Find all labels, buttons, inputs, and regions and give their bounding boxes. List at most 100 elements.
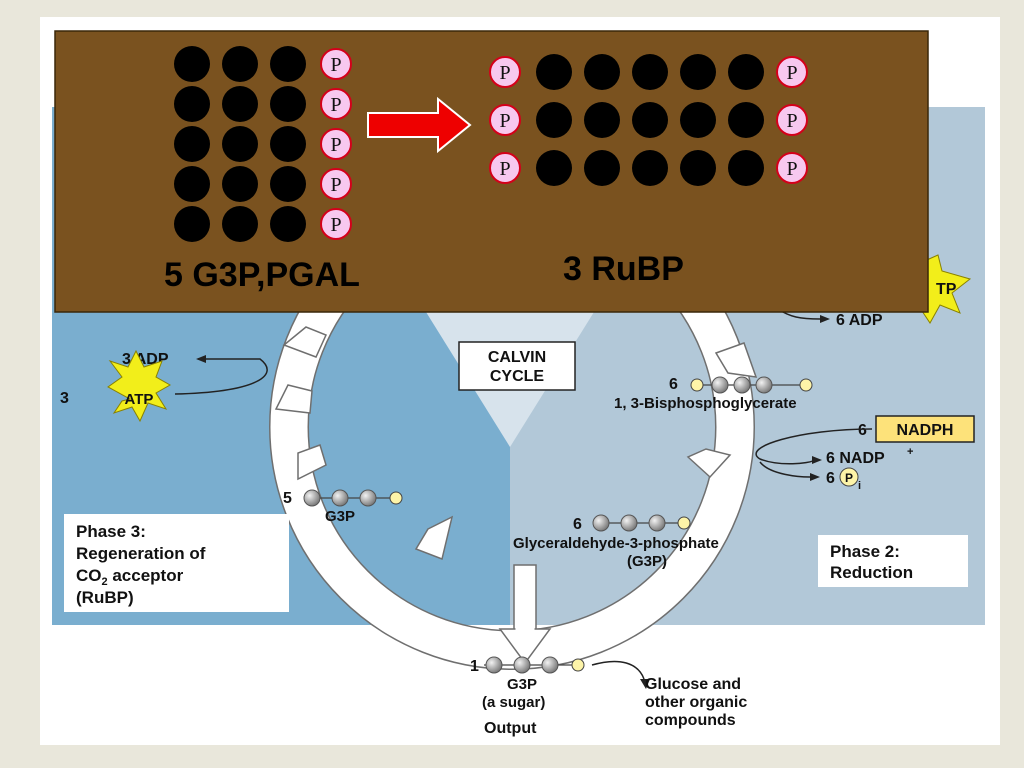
cycle-label: CYCLE (490, 368, 545, 385)
g3p-loop-count: 5 (283, 490, 292, 507)
phosphate-circle (320, 48, 352, 80)
carbon-atom (174, 86, 210, 122)
output-label: Output (484, 720, 537, 737)
carbon-atom (536, 102, 572, 138)
phosphate-circle (776, 152, 808, 184)
phase2-line1: Phase 2: (830, 542, 900, 561)
carbon-atom (632, 150, 668, 186)
ring-arrow (282, 326, 328, 358)
output-arrow (498, 564, 552, 665)
phase2-line2: Reduction (830, 563, 913, 582)
nadph-count: 6 (858, 422, 867, 439)
glucose-arrow (591, 660, 645, 680)
phosphate-circle (776, 104, 808, 136)
nadph-arrow (755, 428, 873, 465)
arrowhead (820, 315, 830, 323)
left-atp-label: ATP (125, 391, 154, 408)
g3p-six-count: 6 (573, 516, 582, 533)
carbon-atom (632, 54, 668, 90)
phase3-line3: CO2 acceptor (76, 566, 184, 588)
carbon-atom (222, 166, 258, 202)
carbon-atom (680, 54, 716, 90)
right-adp-label: 6 ADP (836, 312, 883, 329)
nadp-label: 6 NADP (826, 450, 885, 467)
carbon-atom (680, 102, 716, 138)
pi-circle (839, 467, 859, 487)
phosphate-label: P (499, 110, 510, 132)
phosphate-label: P (786, 158, 797, 180)
arrowhead (196, 355, 206, 363)
ring-arrow (714, 342, 758, 378)
phosphate-circle (489, 56, 521, 88)
glucose-line2: other organic (645, 694, 747, 711)
carbon-atom (536, 54, 572, 90)
carbon-atom (270, 46, 306, 82)
g3p-six-name: Glyceraldehyde-3-phosphate (513, 535, 719, 552)
ring-arrow (274, 384, 313, 414)
right-atp-star (917, 254, 972, 324)
carbon-atom (222, 46, 258, 82)
output-g3p: G3P (507, 676, 537, 693)
output-count: 1 (470, 658, 479, 675)
carbon-atom (222, 126, 258, 162)
phosphate-circle (776, 56, 808, 88)
carbon-atom (270, 206, 306, 242)
output-sugar: (a sugar) (482, 694, 545, 711)
pi-sub: i (858, 480, 861, 492)
carbon-atom (270, 166, 306, 202)
g3p-loop-molecule (303, 489, 403, 507)
phosphate-label: P (786, 62, 797, 84)
phosphate-circle (320, 128, 352, 160)
carbon-atom (584, 102, 620, 138)
ring-arrow (297, 444, 327, 481)
carbon-atom (222, 206, 258, 242)
phosphate-label: P (499, 158, 510, 180)
g3p-six-abbr: (G3P) (627, 553, 667, 570)
carbon-atom (270, 126, 306, 162)
bpg-name: 1, 3-Bisphosphoglycerate (614, 395, 797, 412)
left-atp-star (107, 349, 172, 423)
phase3-line4: (RuBP) (76, 588, 134, 607)
nadph-box (875, 415, 975, 443)
phase2-box (818, 535, 968, 587)
carbon-atom (174, 126, 210, 162)
phosphate-label: P (499, 62, 510, 84)
conversion-arrow (367, 96, 472, 154)
carbon-atom (680, 150, 716, 186)
glucose-line1: Glucose and (645, 676, 741, 693)
phosphate-label: P (786, 110, 797, 132)
carbon-atom (632, 102, 668, 138)
nadph-label: NADPH (897, 422, 954, 439)
g3p-loop-label: G3P (325, 508, 355, 525)
ring-arrow (686, 448, 732, 479)
right-caption: 3 RuBP (563, 250, 684, 288)
carbon-atom (174, 46, 210, 82)
phosphate-label: P (330, 94, 341, 116)
carbon-atom (728, 102, 764, 138)
phase3-box (64, 514, 289, 612)
arrowhead (812, 456, 822, 464)
slide: CALVIN CYCLE 3 ADP 3 ATP TP 6 ADP 6 1, 3… (40, 17, 1000, 745)
carbon-atom (584, 150, 620, 186)
pi-count: 6 (826, 470, 835, 487)
phosphate-label: P (330, 174, 341, 196)
pi-arrow (759, 461, 811, 478)
phosphate-circle (320, 88, 352, 120)
phosphate-circle (489, 152, 521, 184)
left-atp-arrow (174, 358, 268, 395)
phosphate-circle (320, 168, 352, 200)
left-atp-count: 3 (60, 390, 69, 407)
phase3-line1: Phase 3: (76, 522, 146, 541)
right-rubp-molecules: P P P P P P (489, 54, 808, 186)
carbon-atom (270, 86, 306, 122)
bpg-molecule (690, 376, 813, 394)
carbon-atom (536, 150, 572, 186)
calvin-cycle-box (458, 341, 576, 391)
carbon-atom (174, 166, 210, 202)
phosphate-label: P (330, 134, 341, 156)
phosphate-circle (320, 208, 352, 240)
bpg-count: 6 (669, 376, 678, 393)
phosphate-label: P (330, 214, 341, 236)
